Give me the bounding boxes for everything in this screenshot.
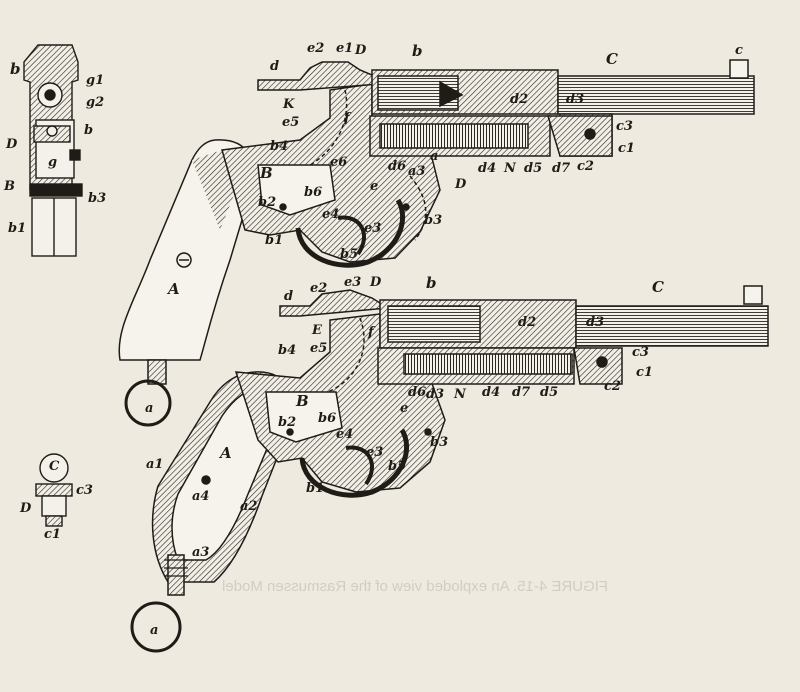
part-label: e4 [336,427,354,442]
part-label: b3 [430,435,449,450]
part-label: e2 [310,281,328,296]
part-label: e3 [364,221,382,236]
part-label: e1 [336,41,354,56]
part-label: b1 [8,221,27,236]
part-label: d3 [566,92,585,107]
part-label: d7 [552,161,571,176]
part-label: b [412,42,423,60]
part-label: a [145,401,154,416]
part-label: d3 [586,315,605,330]
part-label: b [10,60,21,78]
part-label: a [430,149,439,164]
frame-end-view-detail [23,44,83,257]
part-label: e [370,179,379,194]
part-label: d6 [388,159,407,174]
reverse-show-through-caption: FIGURE 4-15. An exploded view of the Ras… [222,578,609,595]
part-label: c3 [76,483,93,498]
part-label: b4 [278,343,297,358]
part-label: c1 [44,527,61,542]
part-label: b6 [318,411,337,426]
part-label: e2 [307,41,325,56]
part-label: g1 [86,73,105,88]
part-label: e6 [330,155,348,170]
part-label: d2 [510,92,529,107]
part-label: d5 [524,161,543,176]
part-label: b [426,274,437,292]
part-label: N [454,387,466,402]
part-label: c3 [616,119,633,134]
part-label: C [49,459,60,474]
part-label: a1 [146,457,164,472]
part-label: c3 [632,345,649,360]
part-label: c1 [636,365,653,380]
frame-bottom [234,313,446,493]
part-label: A [220,444,232,462]
part-label: g2 [86,95,105,110]
part-label: d [284,289,294,304]
part-label: d2 [518,315,537,330]
part-label: N [504,161,516,176]
part-label: D [20,501,32,516]
part-label: D [355,43,367,58]
part-label: b6 [304,185,323,200]
revolver-side-view-bottom [130,285,769,653]
part-label: g [48,155,58,170]
part-label: b1 [265,233,284,248]
part-label: b2 [258,195,277,210]
part-label: e [400,401,409,416]
part-label: E [312,323,322,338]
part-label: d5 [540,385,559,400]
part-label: C [606,50,618,68]
part-label: c2 [577,159,594,174]
part-label: a3 [408,164,426,179]
part-label: D [6,137,18,152]
part-label: D [455,177,467,192]
part-label: c [735,43,743,58]
part-label: b5 [388,459,407,474]
part-label: D [370,275,382,290]
part-label: e3 [344,275,362,290]
part-label: e5 [310,341,328,356]
part-label: e5 [282,115,300,130]
part-label: d6 [408,385,427,400]
part-label: d [270,59,280,74]
part-label: b3 [424,213,443,228]
part-label: B [296,392,309,410]
part-label: f [344,111,350,126]
part-label: b4 [270,139,289,154]
part-label: d3 [426,387,445,402]
part-label: B [4,179,15,194]
part-label: a2 [240,499,258,514]
part-label: d4 [482,385,501,400]
part-label: b3 [88,191,107,206]
part-label: K [283,97,295,112]
part-label: e4 [322,207,340,222]
part-label: b1 [306,481,325,496]
part-label: c1 [618,141,635,156]
part-label: b2 [278,415,297,430]
part-label: C [652,278,664,296]
part-label: b5 [340,247,359,262]
part-label: b [84,123,94,138]
part-label: a [150,623,159,638]
part-label: c2 [604,379,621,394]
part-label: a3 [192,545,210,560]
part-label: f [368,325,374,340]
part-label: a4 [192,489,210,504]
ring-pin-detail [35,453,73,527]
part-label: B [260,164,273,182]
part-label: e3 [366,445,384,460]
revolver-side-view-top [118,59,755,427]
part-label: A [168,280,180,298]
part-label: d4 [478,161,497,176]
part-label: d7 [512,385,531,400]
